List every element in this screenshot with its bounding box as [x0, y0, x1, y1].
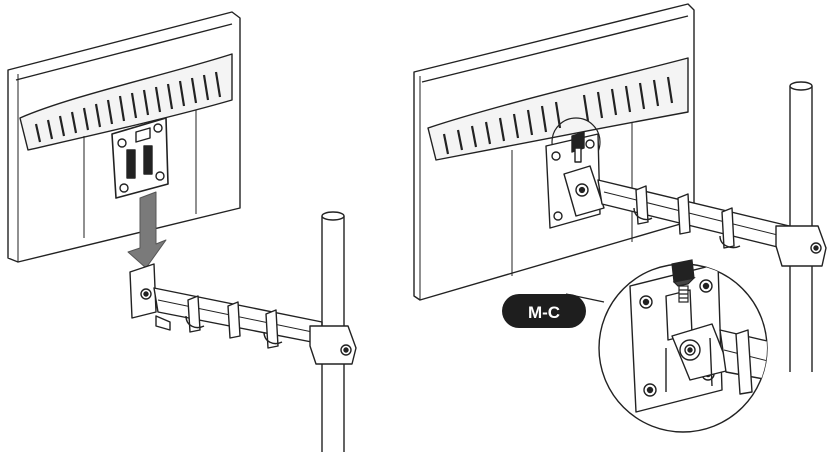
left-scene — [7, 11, 357, 452]
right-pole — [775, 81, 827, 372]
down-arrow-icon — [127, 191, 167, 269]
left-pole — [309, 211, 357, 452]
left-arm — [129, 263, 323, 349]
left-vents — [34, 71, 222, 143]
left-vesa-plate — [111, 117, 169, 199]
mc-callout-label: M-C — [528, 303, 560, 322]
mc-callout-badge: M-C — [502, 294, 586, 328]
knob-screw-icon — [671, 259, 696, 303]
right-scene — [413, 3, 827, 372]
right-vents — [442, 76, 674, 155]
zoom-detail — [598, 259, 768, 433]
